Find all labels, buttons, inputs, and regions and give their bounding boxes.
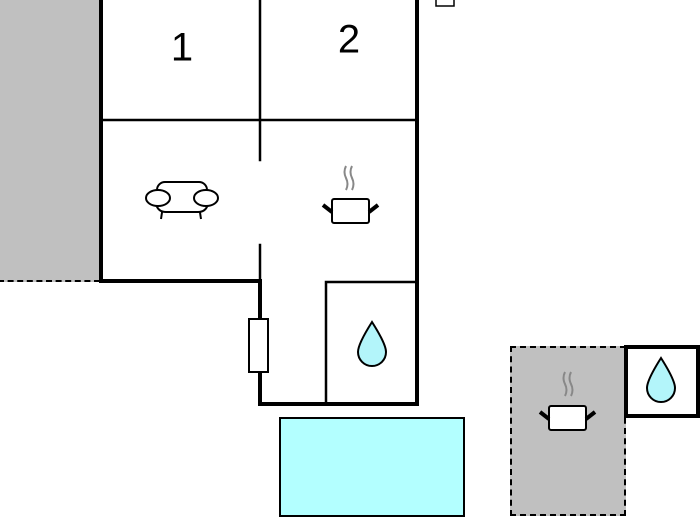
water-drop-icon [356,320,388,367]
water-drop-icon [645,356,677,403]
room-label-2: 2 [337,17,361,62]
floorplan-walls [99,0,700,431]
cooking-pot-icon [321,165,380,224]
sofa-icon [145,181,219,220]
cooking-pot-icon [538,371,597,431]
terrace-left [0,0,100,282]
room-label-1: 1 [170,25,194,70]
